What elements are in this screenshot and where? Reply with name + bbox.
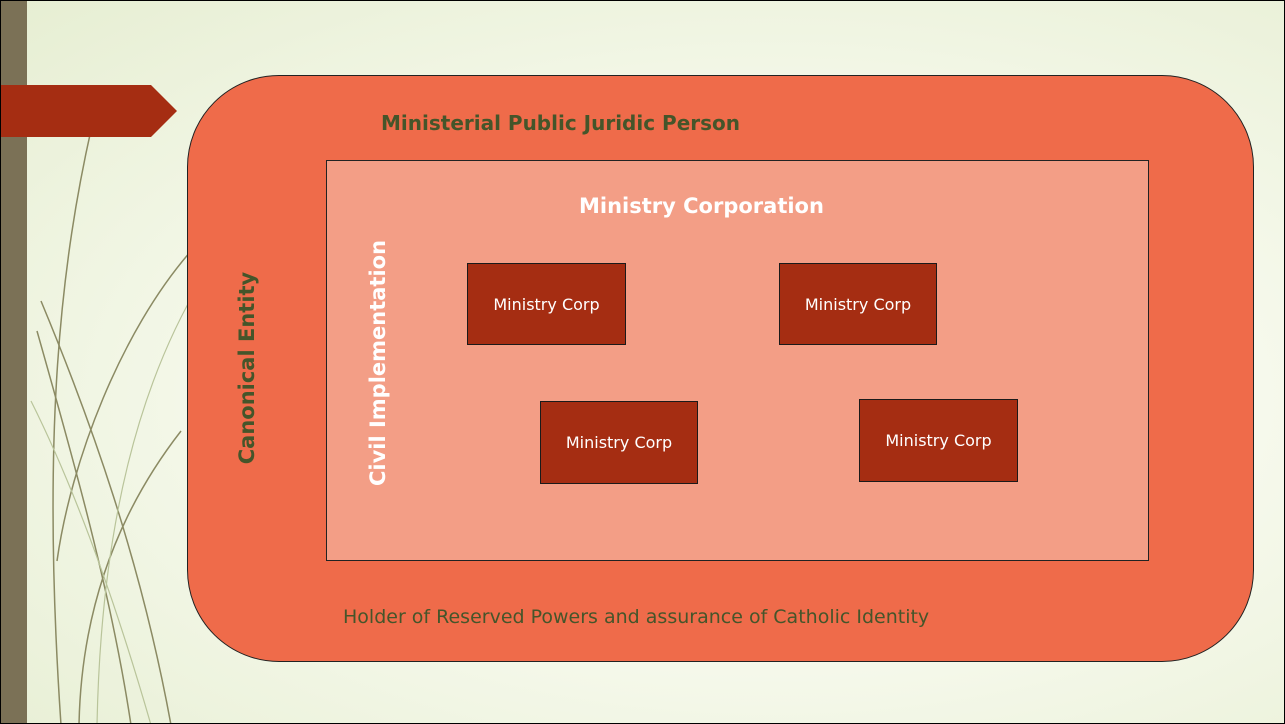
decorative-strands	[30, 120, 202, 723]
ministry-corp-box-4: Ministry Corp	[859, 399, 1018, 482]
civil-implementation-label: Civil Implementation	[366, 239, 390, 487]
outer-title: Ministerial Public Juridic Person	[381, 111, 741, 135]
inner-title: Ministry Corporation	[579, 194, 824, 218]
ministry-corp-box-2: Ministry Corp	[779, 263, 937, 345]
ministry-corp-box-3: Ministry Corp	[540, 401, 698, 484]
arrow-tab-shape	[1, 85, 177, 137]
ministry-corporation-box	[326, 160, 1149, 561]
reserved-powers-caption: Holder of Reserved Powers and assurance …	[343, 606, 930, 628]
ministry-corp-box-1: Ministry Corp	[467, 263, 626, 345]
canonical-entity-label: Canonical Entity	[235, 271, 259, 465]
